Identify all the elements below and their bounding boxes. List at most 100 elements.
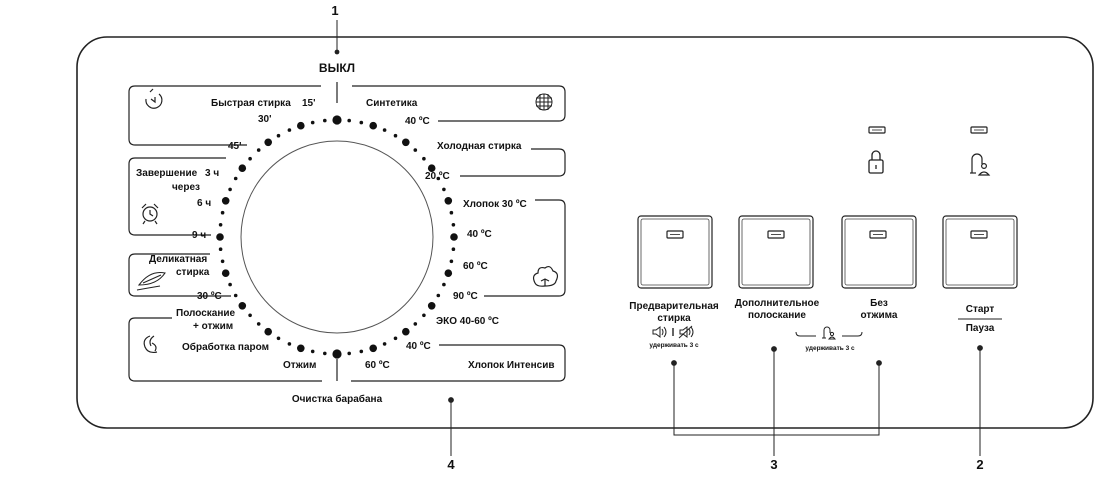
lock-icon — [868, 150, 884, 174]
rinse-spin-label-line1: Полоскание — [176, 308, 236, 319]
quick-wash-label: Быстрая стирка — [211, 98, 291, 109]
dial-tick — [422, 156, 426, 161]
eco-label: ЭКО 40-60 ºC — [436, 316, 499, 327]
dial-position-dot — [238, 302, 247, 310]
extra-rinse-button[interactable] — [738, 215, 814, 289]
quick-wash-bracket — [128, 85, 321, 146]
control-panel-outline — [76, 36, 1094, 429]
dial-tick — [382, 342, 387, 346]
dial-position-dot — [297, 121, 305, 130]
steam-label: Обработка паром — [182, 341, 269, 353]
dial-position-dot — [427, 302, 436, 310]
cotton-60-label: 60 ºC — [463, 261, 488, 272]
dial-tick — [218, 247, 223, 251]
dial-tick — [413, 148, 418, 152]
quick-45-label: 45' — [228, 141, 242, 152]
dial-tick — [287, 342, 292, 346]
dial-tick — [442, 282, 446, 287]
dial-position-ring — [216, 115, 458, 359]
quick-30-label: 30' — [258, 114, 272, 125]
steam-bracket — [128, 317, 322, 382]
child-lock-hold-note: удерживать 3 с — [805, 345, 855, 352]
finish-label-line1: Завершение — [136, 168, 198, 179]
cotton-flower-icon — [532, 265, 559, 287]
dial-position-dot — [216, 233, 224, 241]
callout-1: 1 — [331, 3, 340, 55]
dial-position-dot — [332, 349, 342, 359]
dial-position-dot — [444, 197, 453, 205]
intensive-label: Хлопок Интенсив — [468, 360, 555, 371]
dial-tick — [347, 351, 352, 356]
dial-tick — [310, 349, 315, 354]
cotton-90-label: 90 ºC — [453, 291, 478, 302]
dial-position-dot — [444, 269, 453, 278]
prewash-button[interactable] — [637, 215, 713, 289]
dial-tick — [422, 313, 426, 318]
left-group-brackets — [128, 85, 322, 382]
callout-2 — [977, 345, 983, 456]
delicate-30-label: 30 ºC — [197, 291, 222, 302]
extra-rinse-label-line1: Дополнительное — [735, 298, 820, 309]
dial-tick — [449, 210, 454, 215]
steam-icon — [143, 335, 158, 354]
child-lock-small-icon — [822, 326, 837, 340]
cotton-30-label: Хлопок 30 ºC — [463, 199, 527, 210]
synthetics-bracket — [352, 85, 566, 122]
dial-position-dot — [221, 197, 230, 205]
dial-tick — [359, 349, 364, 354]
synthetics-40-label: 40 ºC — [405, 116, 430, 127]
dial-off-label: ВЫКЛ — [319, 61, 355, 75]
dial-tick — [451, 247, 456, 251]
start-pause-button[interactable] — [942, 215, 1018, 289]
intensive-60-label: 60 ºC — [365, 360, 390, 371]
synthetic-fabric-icon — [535, 93, 553, 111]
indicator-leds — [868, 126, 988, 134]
dial-position-dot — [369, 121, 378, 130]
cold-wash-bracket — [460, 148, 566, 177]
dial-tick — [233, 293, 238, 298]
prewash-label-line2: стирка — [657, 313, 691, 324]
extra-rinse-label-line2: полоскание — [748, 310, 806, 321]
child-lock-icon — [970, 153, 991, 176]
drum-clean-label: Очистка барабана — [292, 393, 383, 405]
no-spin-button[interactable] — [841, 215, 917, 289]
dial-tick — [218, 223, 223, 227]
dial-tick — [220, 210, 225, 215]
program-dial[interactable] — [216, 82, 458, 381]
dial-tick — [323, 351, 327, 356]
delicate-bracket — [128, 253, 231, 297]
delicate-label-line2: стирка — [176, 267, 210, 278]
dial-tick — [323, 118, 327, 123]
callout-4-number: 4 — [447, 457, 455, 472]
finish-9h-label: 9 ч — [192, 230, 206, 241]
dial-tick — [256, 322, 261, 326]
right-group-brackets — [351, 85, 566, 382]
start-label: Старт — [966, 304, 995, 315]
dial-position-dot — [402, 327, 410, 336]
sound-on-off-icon — [652, 325, 694, 339]
no-spin-label-line1: Без — [870, 298, 888, 309]
pause-label: Пауза — [966, 323, 995, 334]
dial-position-dot — [264, 138, 273, 147]
cold-20-label: 20 ºC — [425, 171, 450, 182]
dial-tick — [310, 120, 315, 125]
dial-position-dot — [427, 164, 436, 172]
child-lock-combo-bracket — [795, 331, 863, 337]
dial-position-dot — [369, 344, 378, 353]
callout-1-number: 1 — [331, 3, 338, 18]
quick-15-label: 15' — [302, 98, 316, 109]
spin-label: Отжим — [283, 360, 316, 371]
delicate-label-line1: Деликатная — [149, 254, 207, 265]
rinse-spin-label-line2: + отжим — [193, 321, 233, 332]
dial-tick — [233, 176, 238, 181]
dial-tick — [248, 313, 252, 318]
prewash-hold-note: удерживать 3 с — [649, 342, 699, 349]
dial-knob[interactable] — [240, 140, 434, 334]
dial-tick — [449, 259, 454, 264]
finish-bracket — [128, 157, 226, 236]
cotton-bracket — [484, 199, 566, 297]
stopwatch-icon — [145, 88, 163, 109]
dial-position-dot — [264, 327, 273, 336]
dial-tick — [276, 133, 281, 138]
